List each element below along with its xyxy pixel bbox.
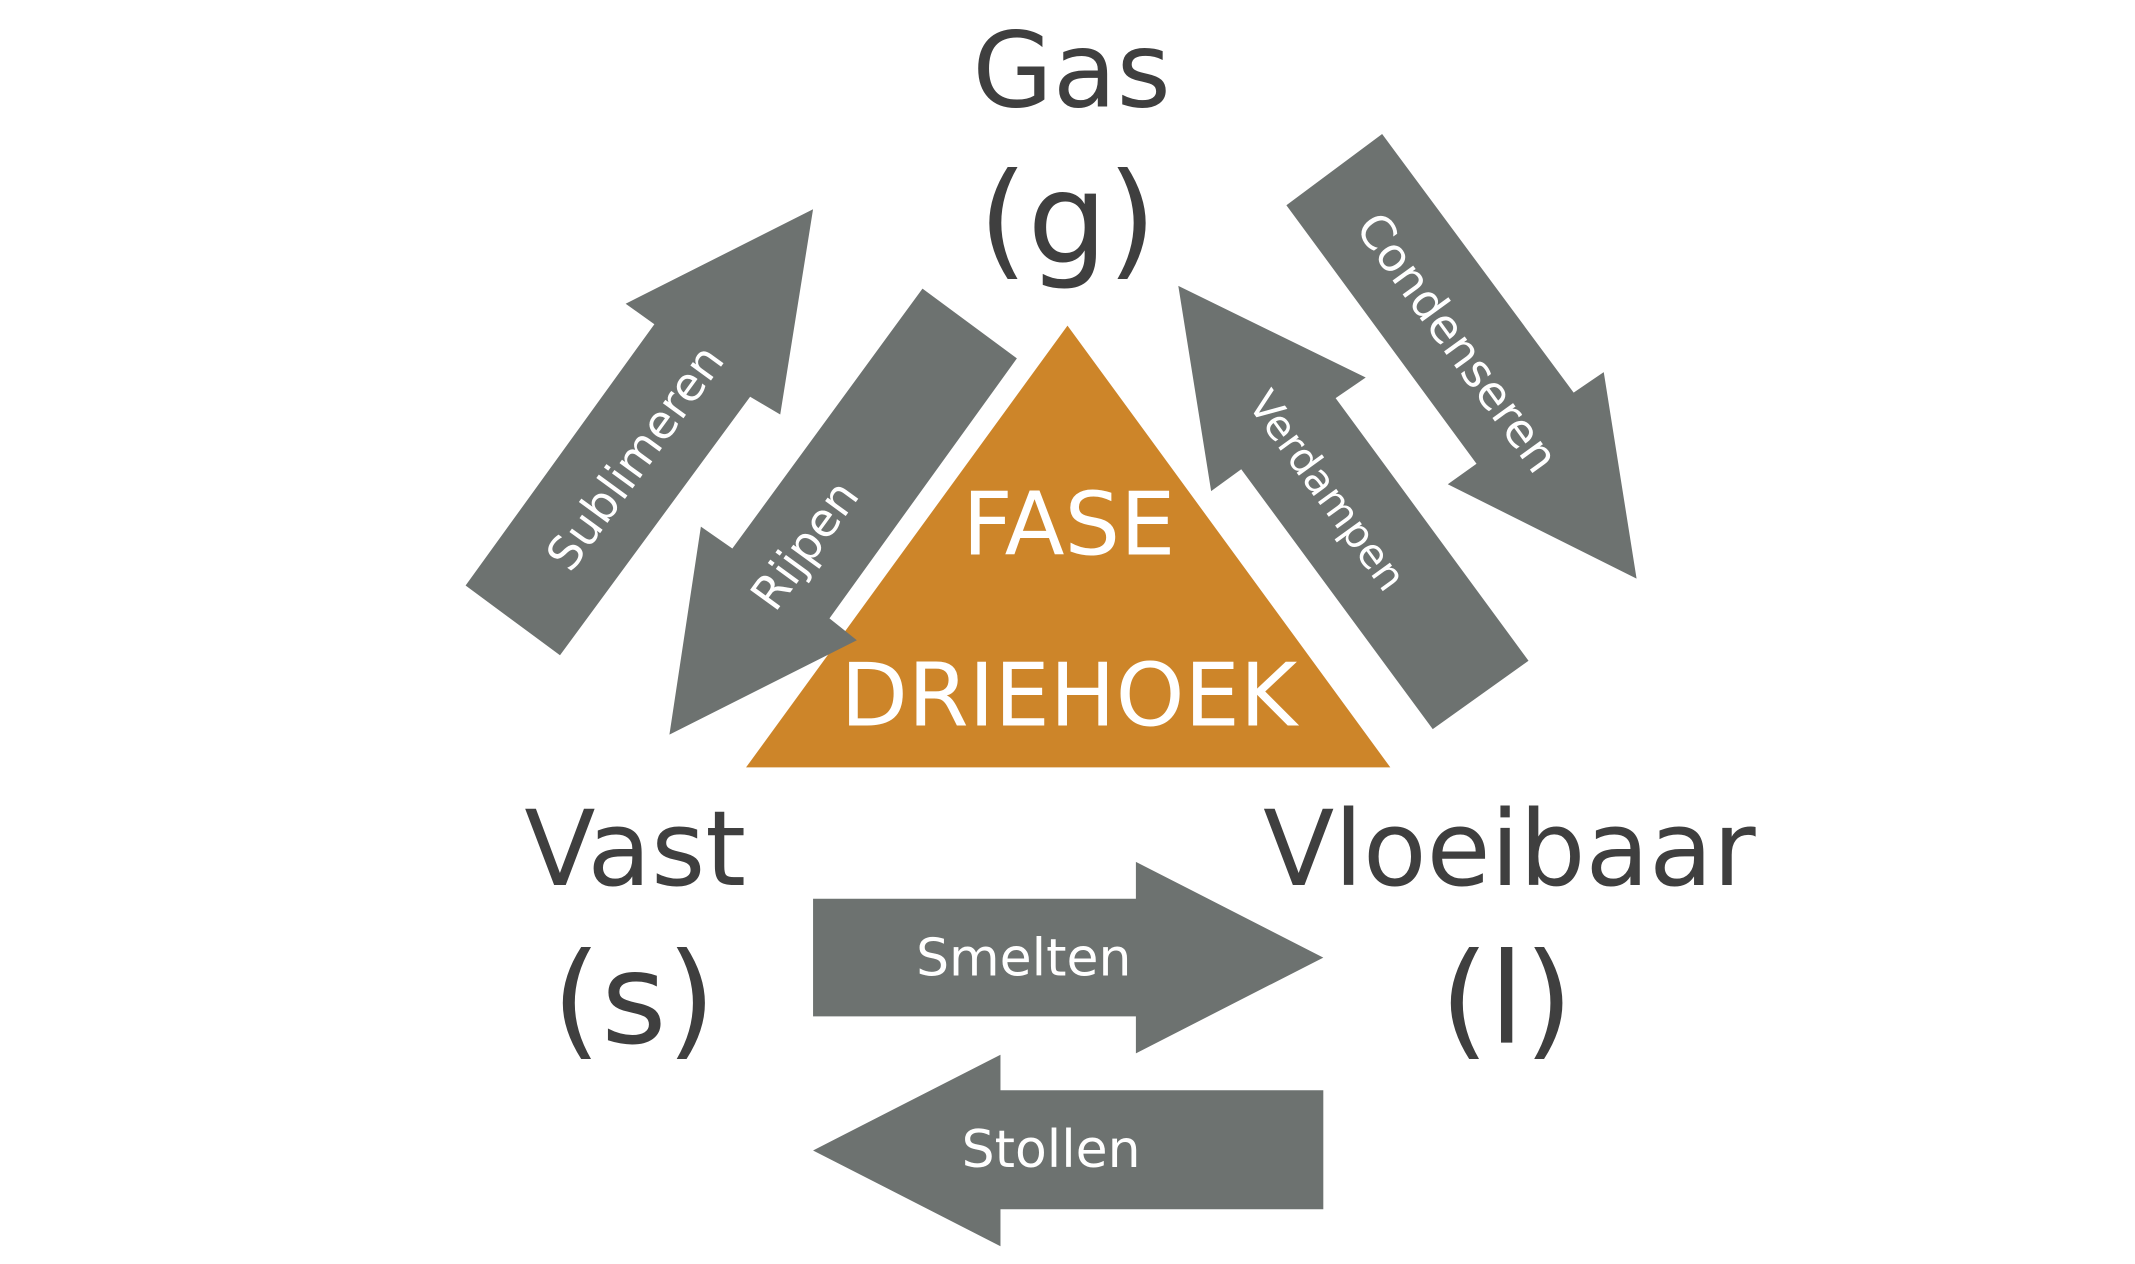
arrow-rijpen (669, 288, 1017, 735)
label-stollen: Stollen (962, 1120, 1141, 1180)
arrow-smelten (813, 861, 1324, 1054)
phase-liquid-name: Vloeibaar (1263, 789, 1756, 910)
arrow-verdampen (1178, 285, 1529, 730)
phase-liquid-symbol: (l) (1440, 925, 1573, 1072)
phase-triangle (746, 325, 1391, 768)
label-smelten: Smelten (916, 929, 1131, 989)
arrow-sublimeren (465, 209, 814, 656)
arrow-condenseren (1286, 134, 1637, 579)
phase-solid-name: Vast (524, 789, 746, 910)
title-line-1: FASE (962, 474, 1175, 576)
title-line-2: DRIEHOEK (840, 645, 1299, 747)
arrow-stollen (813, 1054, 1324, 1247)
phase-gas-symbol: (g) (978, 146, 1156, 293)
phase-gas-name: Gas (972, 11, 1170, 132)
phase-solid-symbol: (s) (552, 925, 716, 1072)
